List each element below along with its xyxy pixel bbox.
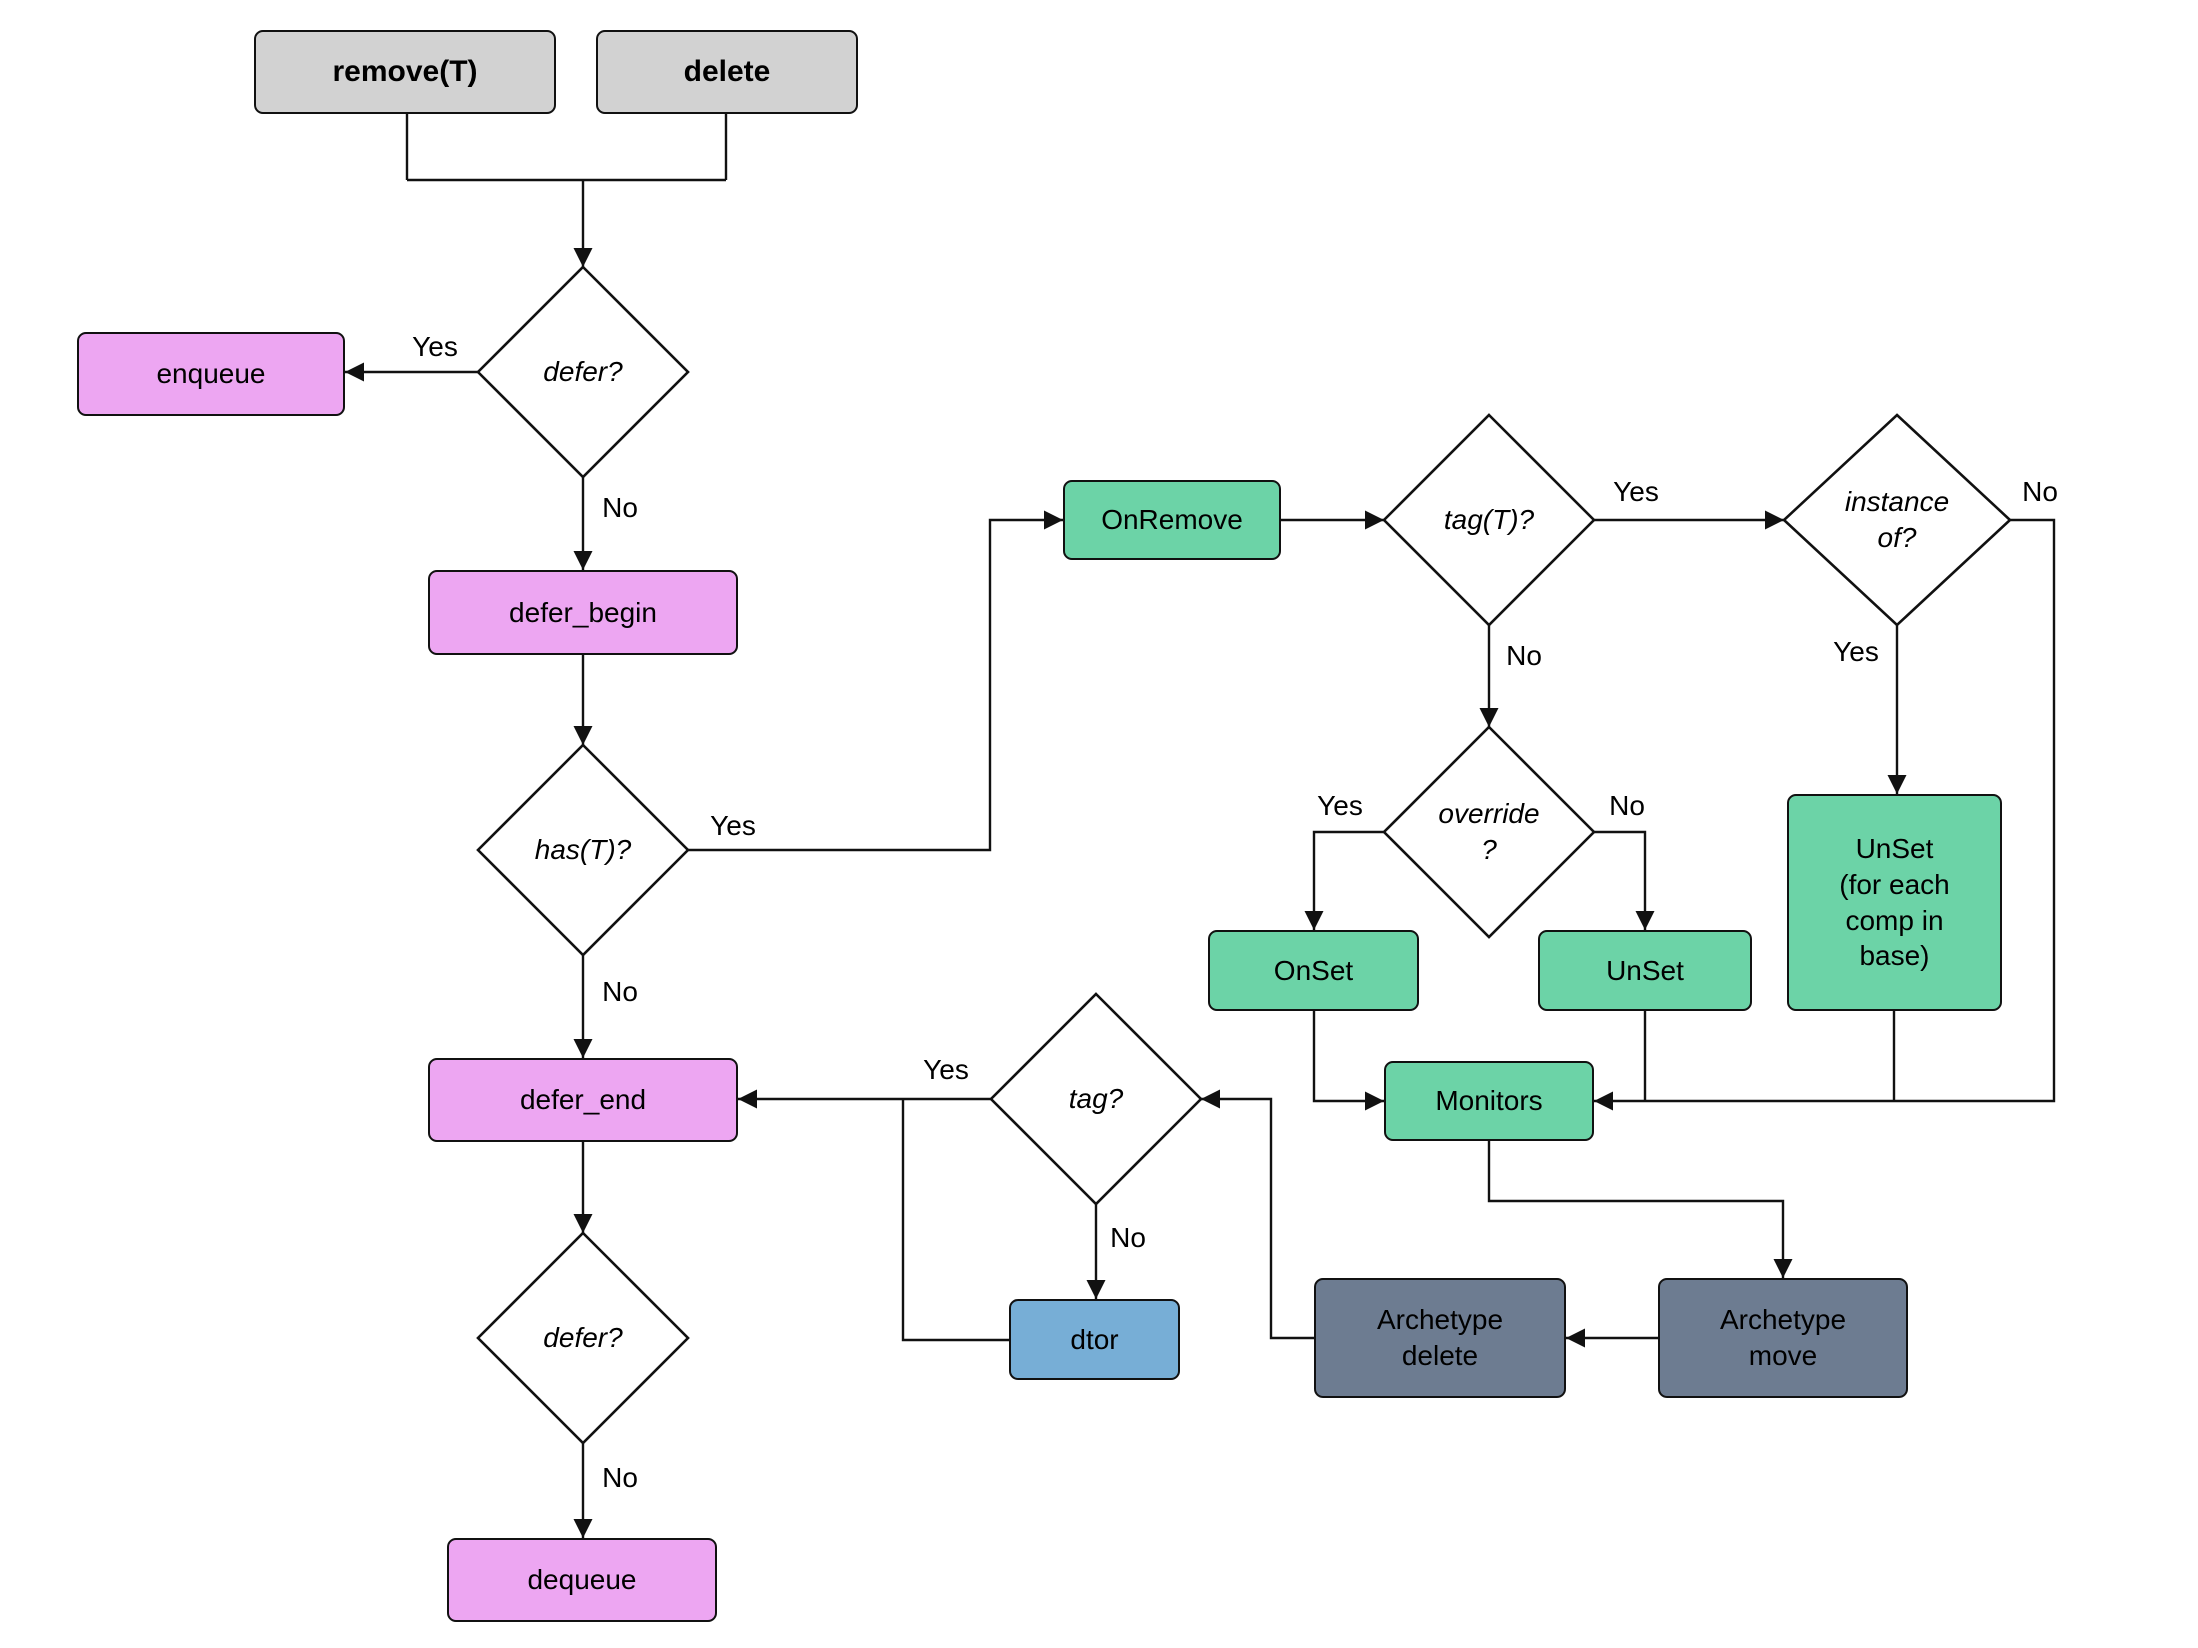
decision-override-shape bbox=[1382, 725, 1596, 939]
edge-label-tagt-yes: Yes bbox=[1613, 476, 1659, 507]
decision-defer-1-shape bbox=[476, 265, 690, 479]
edge-archetypedelete-tag bbox=[1201, 1089, 1314, 1340]
decision-hast-shape bbox=[476, 743, 690, 957]
edge-onset-monitors bbox=[1312, 1011, 1384, 1111]
node-defer-end: defer_end bbox=[428, 1058, 738, 1142]
decision-instanceof-label: instance of? bbox=[1844, 486, 1950, 553]
edge-label-override-yes: Yes bbox=[1317, 790, 1363, 821]
node-unset: UnSet bbox=[1538, 930, 1752, 1011]
edge-monitors-archetypemove bbox=[1487, 1141, 1793, 1278]
node-dequeue: dequeue bbox=[447, 1538, 717, 1622]
decision-hast-label: has(T)? bbox=[534, 834, 632, 866]
decision-defer-1-label: defer? bbox=[543, 356, 623, 388]
node-archetype-delete: Archetype delete bbox=[1314, 1278, 1566, 1398]
node-dtor: dtor bbox=[1009, 1299, 1180, 1380]
edge-label-hast-no: No bbox=[602, 976, 638, 1007]
edge-label-instanceof-yes: Yes bbox=[1833, 636, 1879, 667]
decision-tagt-label: tag(T)? bbox=[1443, 504, 1535, 536]
decision-tagt-shape bbox=[1382, 413, 1596, 627]
edge-label-hast-yes: Yes bbox=[710, 810, 756, 841]
node-onremove: OnRemove bbox=[1063, 480, 1281, 560]
edge-dtor-deferend bbox=[901, 1099, 1009, 1342]
edge-label-tag-yes: Yes bbox=[923, 1054, 969, 1085]
decision-tag-shape bbox=[989, 992, 1203, 1206]
edge-label-tagt-no: No bbox=[1506, 640, 1542, 671]
edge-label-defer1-yes: Yes bbox=[412, 331, 458, 362]
node-archetype-move: Archetype move bbox=[1658, 1278, 1908, 1398]
edge-label-defer2-no: No bbox=[602, 1462, 638, 1493]
edge-label-instanceof-no: No bbox=[2022, 476, 2058, 507]
decision-defer-2-shape bbox=[476, 1231, 690, 1445]
decision-defer-2-label: defer? bbox=[543, 1322, 623, 1354]
edge-label-tag-no: No bbox=[1110, 1222, 1146, 1253]
node-onset: OnSet bbox=[1208, 930, 1419, 1011]
node-unset-base: UnSet (for each comp in base) bbox=[1787, 794, 2002, 1011]
edge-hast-yes-onremove bbox=[688, 510, 1063, 852]
edges bbox=[345, 114, 2056, 1538]
edge-label-override-no: No bbox=[1609, 790, 1645, 821]
edge-label-defer1-no: No bbox=[602, 492, 638, 523]
node-delete: delete bbox=[596, 30, 858, 114]
node-remove-t: remove(T) bbox=[254, 30, 556, 114]
edge-instanceof-no-monitors bbox=[1594, 518, 2056, 1111]
node-enqueue: enqueue bbox=[77, 332, 345, 416]
decision-override-label: override ? bbox=[1438, 798, 1540, 865]
edge-override-yes-onset bbox=[1304, 830, 1384, 930]
node-defer-begin: defer_begin bbox=[428, 570, 738, 655]
decision-shapes bbox=[476, 265, 2012, 1445]
decision-instanceof-shape bbox=[1782, 413, 2012, 627]
node-monitors: Monitors bbox=[1384, 1061, 1594, 1141]
edge-override-no-unset bbox=[1594, 830, 1655, 930]
decision-tag-label: tag? bbox=[1068, 1083, 1124, 1115]
